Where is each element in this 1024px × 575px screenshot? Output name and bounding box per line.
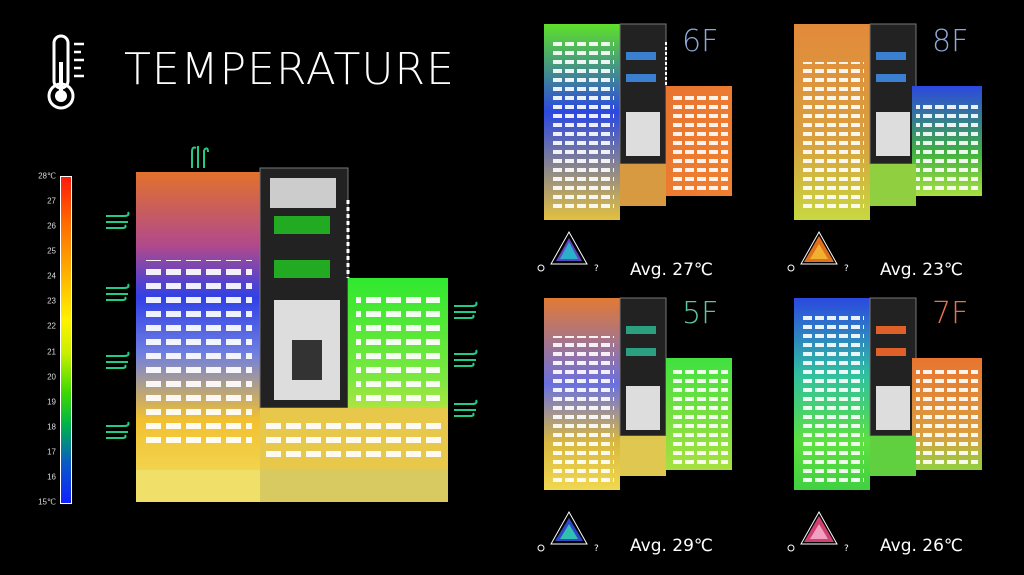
floor-map-5f[interactable] (540, 296, 736, 492)
floor-label-7f: 7F (932, 296, 969, 331)
legend-tick: 17 (47, 447, 56, 457)
airflow-icon (188, 142, 212, 174)
radar-chart-icon: ? (786, 228, 852, 274)
legend-tick: 18 (47, 422, 56, 432)
legend-tick: 19 (47, 397, 56, 407)
main-floor-map[interactable] (104, 140, 484, 510)
airflow-icon (104, 350, 132, 374)
svg-text:?: ? (844, 544, 849, 552)
average-temperature-6f: Avg. 27℃ (630, 260, 714, 280)
legend-color-bar (60, 176, 72, 504)
radar-chart-icon: ? (786, 508, 852, 554)
legend-tick: 20 (47, 372, 56, 382)
temperature-legend: 28℃ 27 26 25 24 23 22 21 20 19 18 17 16 … (30, 172, 80, 508)
legend-tick: 25 (47, 246, 56, 256)
airflow-icon (104, 210, 132, 234)
airflow-icon (452, 348, 480, 372)
legend-tick: 16 (47, 472, 56, 482)
svg-text:?: ? (594, 544, 599, 552)
airflow-icon (452, 300, 480, 324)
airflow-icon (104, 420, 132, 444)
legend-tick: 15℃ (38, 497, 56, 507)
floor-label-8f: 8F (932, 24, 969, 59)
svg-text:?: ? (594, 264, 599, 272)
average-temperature-7f: Avg. 26℃ (880, 536, 964, 556)
floor-map-6f[interactable] (540, 22, 736, 222)
average-temperature-8f: Avg. 23℃ (880, 260, 964, 280)
legend-tick: 23 (47, 296, 56, 306)
legend-tick: 22 (47, 321, 56, 331)
legend-tick: 28℃ (38, 171, 56, 181)
floor-label-5f: 5F (682, 296, 719, 331)
floor-label-6f: 6F (682, 24, 719, 59)
legend-tick: 26 (47, 221, 56, 231)
radar-chart-icon: ? (536, 508, 602, 554)
legend-tick: 21 (47, 347, 56, 357)
svg-text:?: ? (844, 264, 849, 272)
page-title: TEMPERATURE (124, 44, 455, 95)
airflow-icon (104, 282, 132, 306)
legend-tick: 24 (47, 271, 56, 281)
floor-map-8f[interactable] (790, 22, 986, 222)
floor-map-7f[interactable] (790, 296, 986, 492)
airflow-icon (452, 398, 480, 422)
legend-tick: 27 (47, 196, 56, 206)
radar-chart-icon: ? (536, 228, 602, 274)
average-temperature-5f: Avg. 29℃ (630, 536, 714, 556)
thermometer-icon (44, 32, 92, 112)
